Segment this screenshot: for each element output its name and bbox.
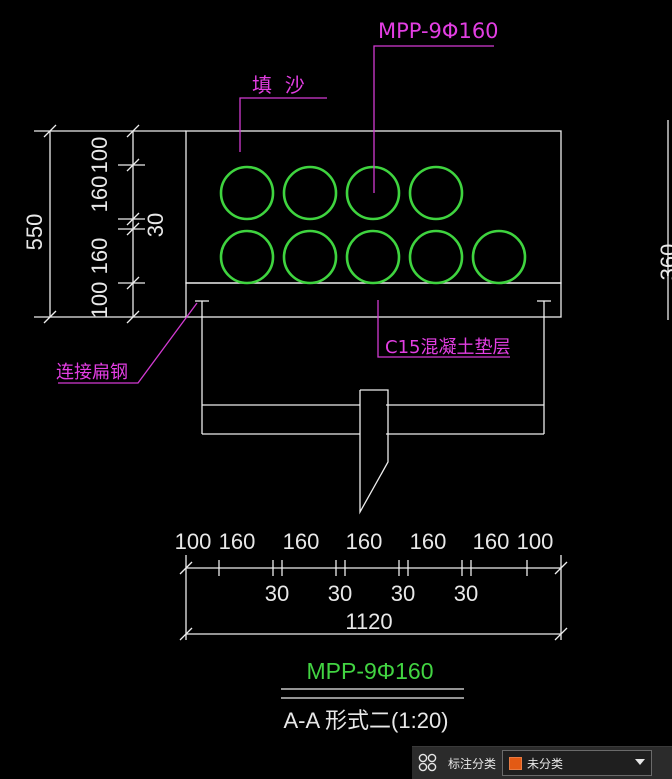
dim-seg-2: 160 (87, 176, 112, 213)
dim-seg-3: 30 (143, 213, 168, 237)
pipe-circle (282, 229, 338, 285)
dim-bottom-3: 160 (283, 529, 320, 554)
left-dimension-block (34, 124, 186, 324)
dim-total-width: 1120 (345, 609, 392, 634)
dim-seg-4: 160 (87, 238, 112, 275)
dim-total-height: 550 (22, 214, 47, 251)
annotation-category-icon[interactable] (412, 747, 444, 779)
section-title: A-A 形式二(1:20) (283, 708, 448, 733)
pipe-circle (408, 165, 464, 221)
dim-bottom-4: 160 (346, 529, 383, 554)
dim-gap-1: 30 (265, 581, 289, 606)
chevron-down-icon (635, 759, 646, 765)
concrete-cushion-layer (185, 282, 562, 318)
flat-steel-connector (195, 300, 551, 435)
dim-bottom-2: 160 (219, 529, 256, 554)
dim-bottom-7: 100 (517, 529, 554, 554)
grid-icon (418, 753, 437, 772)
annotation-category-label: 标注分类 (448, 756, 497, 771)
category-value: 未分类 (527, 756, 564, 771)
pipe-circle (471, 229, 527, 285)
bottom-dimension-block (179, 555, 568, 641)
dim-bottom-1: 100 (175, 529, 212, 554)
label-concrete-cushion: C15混凝土垫层 (385, 337, 510, 358)
status-bar: 标注分类 未分类 (412, 746, 672, 779)
dim-bottom-6: 160 (473, 529, 510, 554)
category-color-swatch (509, 756, 523, 770)
dim-gap-4: 30 (454, 581, 478, 606)
pipe-circle (219, 165, 275, 221)
leader-lines (58, 45, 510, 384)
dim-gap-2: 30 (328, 581, 352, 606)
pipe-circle (282, 165, 338, 221)
ground-rod (359, 389, 389, 515)
dim-right-partial: 360 (656, 244, 672, 281)
label-fill-sand: 填 沙 (252, 73, 305, 97)
title-pipe-spec: MPP-9Φ160 (306, 658, 433, 684)
label-flat-steel: 连接扁钢 (56, 362, 128, 383)
label-pipe-spec: MPP-9Φ160 (378, 19, 499, 43)
dim-bottom-5: 160 (410, 529, 447, 554)
pipe-circle (345, 165, 401, 221)
dim-seg-5: 100 (87, 282, 112, 319)
dim-seg-1: 100 (87, 137, 112, 174)
pipe-circle (219, 229, 275, 285)
pipe-group (219, 165, 527, 285)
pipe-circle (345, 229, 401, 285)
dim-gap-3: 30 (391, 581, 415, 606)
pipe-circle (408, 229, 464, 285)
category-dropdown[interactable]: 未分类 (502, 750, 653, 776)
